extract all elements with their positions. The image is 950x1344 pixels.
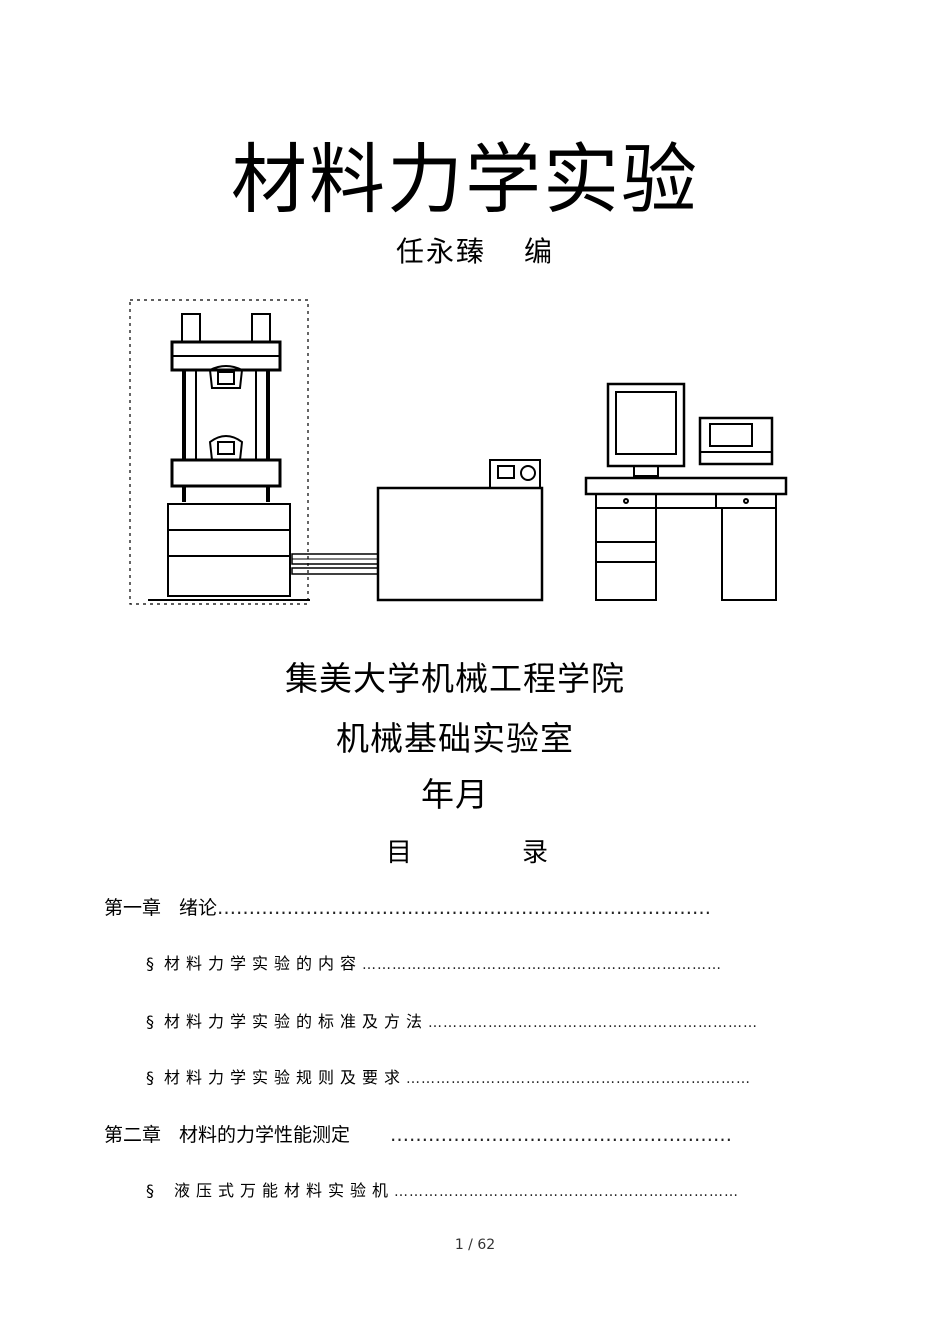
toc-entry-section-1-2[interactable]: § 材料力学实验的标准及方法 ………………………………………………………… [146,1008,758,1032]
institution-name: 集美大学机械工程学院 [285,659,625,698]
toc-entry-text: 材料力学实验规则及要求 [164,1068,407,1087]
testing-machine-illustration [129,299,788,605]
toc-entry-text: 材料的力学性能测定 [179,1124,351,1146]
toc-chapter-number: 第一章 [104,897,162,919]
toc-leader-dots: …………………………………………………………… [394,1184,740,1200]
toc-entry-section-1-3[interactable]: § 材料力学实验规则及要求 …………………………………………………………… [146,1064,751,1088]
toc-leader-dots: …………………………………………………………… [406,1071,752,1087]
toc-entry-text: 液压式万能材料实验机 [174,1181,395,1200]
author-name: 任永臻 [395,235,486,268]
toc-entry-section-1-1[interactable]: § 材料力学实验的内容 ……………………………………………………………… [146,950,722,974]
section-symbol: § [146,1181,154,1200]
page-indicator: 1 / 62 [454,1237,496,1253]
toc-entry-chapter-1[interactable]: 第一章 绪论 …………………………………………………………………… [104,893,711,920]
section-symbol: § [146,1068,154,1087]
toc-entry-text: 绪论 [179,897,218,919]
author-role: 编 [524,235,555,268]
toc-leader-dots: ……………………………………………………………… [362,957,723,973]
toc-entry-section-2-1[interactable]: § 液压式万能材料实验机 …………………………………………………………… [146,1177,739,1201]
toc-entry-text: 材料力学实验的内容 [164,954,363,973]
section-symbol: § [146,1012,154,1031]
toc-leader-dots: ……………………………………………… [390,1124,733,1146]
toc-leader-dots: ………………………………………………………… [428,1015,759,1031]
toc-heading: 目录 [0,832,942,869]
toc-entry-text: 材料力学实验的标准及方法 [164,1012,429,1031]
section-symbol: § [146,954,154,973]
publication-date: 年月 [421,775,489,814]
lab-name: 机械基础实验室 [336,719,574,758]
author-line: 任永臻 编 [0,230,950,270]
toc-heading-right: 录 [522,838,549,868]
document-title: 材料力学实验 [231,135,699,224]
toc-heading-left: 目 [385,838,412,868]
toc-chapter-number: 第二章 [104,1124,162,1146]
toc-leader-dots: …………………………………………………………………… [217,897,712,919]
toc-entry-chapter-2[interactable]: 第二章 材料的力学性能测定 ……………………………………………… [104,1120,732,1147]
